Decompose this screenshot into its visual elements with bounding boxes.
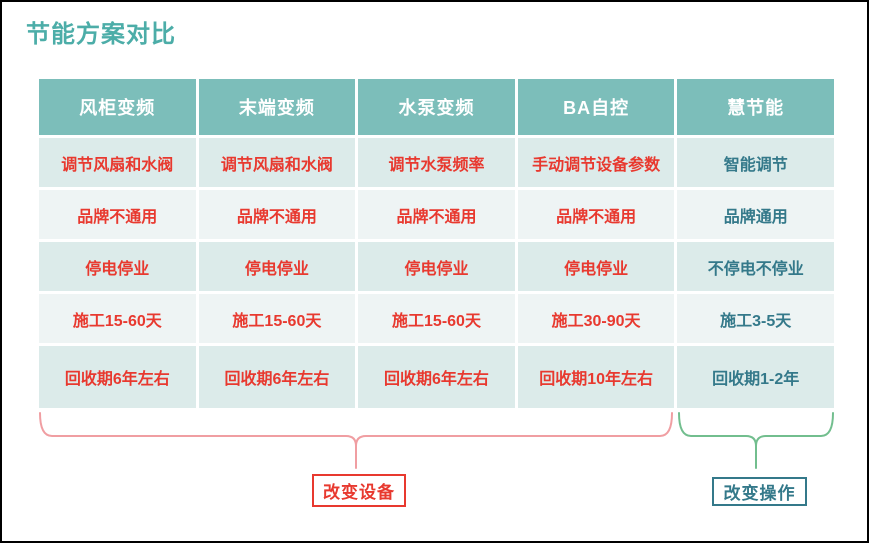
- table-cell: 调节水泵频率: [358, 138, 515, 187]
- table-cell: 施工3-5天: [677, 294, 834, 343]
- table-cell: 停电停业: [198, 242, 356, 291]
- table-cell: 不停电不停业: [677, 242, 834, 291]
- change-devices-label-text: 改变设备: [323, 483, 395, 502]
- change-devices-label: 改变设备: [312, 474, 406, 507]
- table-cell: 品牌不通用: [358, 190, 515, 239]
- column-header-4: 慧节能: [677, 79, 834, 135]
- table-cell: 品牌不通用: [198, 190, 356, 239]
- table-cell: 施工30-90天: [517, 294, 675, 343]
- table-cell: 回收期6年左右: [198, 346, 356, 408]
- table-cell: 停电停业: [358, 242, 515, 291]
- table-cell: 施工15-60天: [358, 294, 515, 343]
- green-brace: [678, 412, 834, 469]
- column-header-2: 水泵变频: [358, 79, 515, 135]
- red-brace: [39, 412, 673, 469]
- page-title: 节能方案对比: [26, 21, 176, 48]
- table-cell: 回收期6年左右: [358, 346, 515, 408]
- table-cell: 调节风扇和水阀: [198, 138, 356, 187]
- table-cell: 品牌不通用: [39, 190, 196, 239]
- table-cell: 智能调节: [677, 138, 834, 187]
- column-header-1: 末端变频: [198, 79, 356, 135]
- table-cell: 施工15-60天: [39, 294, 196, 343]
- change-operations-label: 改变操作: [712, 477, 807, 506]
- table-cell: 品牌通用: [677, 190, 834, 239]
- column-header-0: 风柜变频: [39, 79, 196, 135]
- column-header-3: BA自控: [517, 79, 675, 135]
- table-cell: 调节风扇和水阀: [39, 138, 196, 187]
- table-cell: 回收期10年左右: [517, 346, 675, 408]
- table-cell: 施工15-60天: [198, 294, 356, 343]
- table-cell: 停电停业: [39, 242, 196, 291]
- change-operations-label-text: 改变操作: [723, 484, 796, 503]
- table-cell: 手动调节设备参数: [517, 138, 675, 187]
- table-cell: 停电停业: [517, 242, 675, 291]
- table-cell: 回收期6年左右: [39, 346, 196, 408]
- table-cell: 回收期1-2年: [677, 346, 834, 408]
- table-cell: 品牌不通用: [517, 190, 675, 239]
